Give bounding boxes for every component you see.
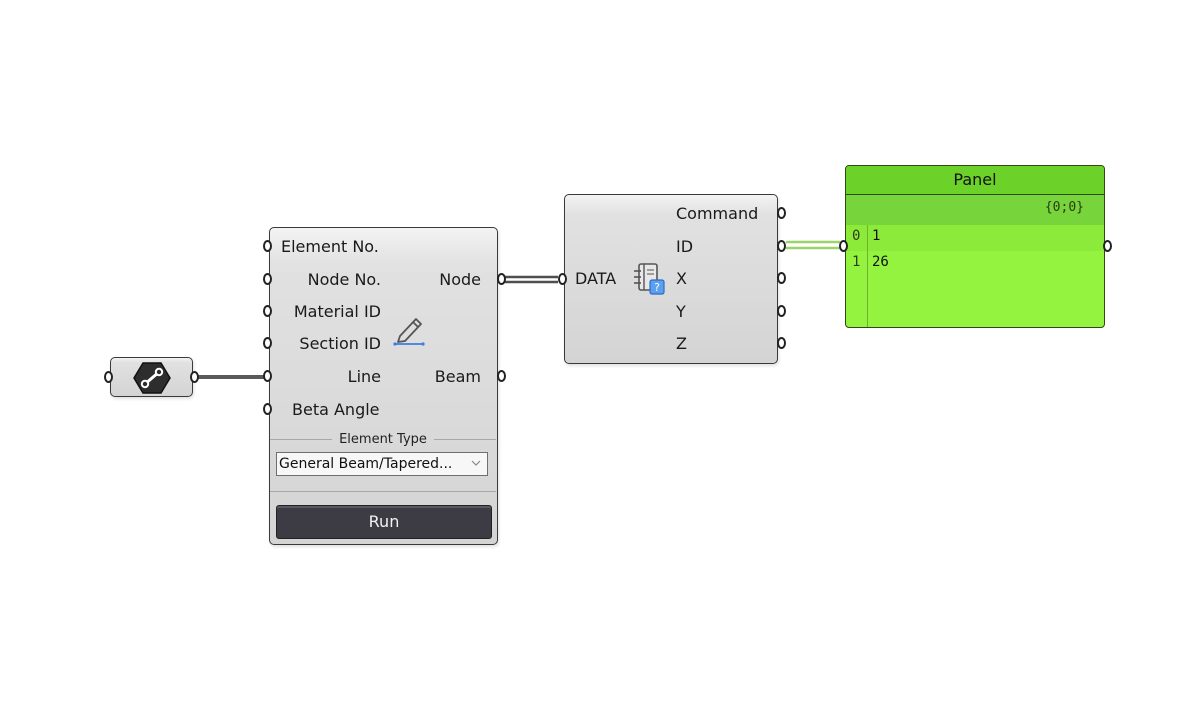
data-component[interactable]: DATA ? Command ID X Y Z — [564, 194, 778, 364]
output-node: Node — [439, 270, 481, 289]
panel-row-value: 26 — [872, 254, 889, 270]
input-line: Line — [347, 367, 381, 386]
data-book-icon: ? — [634, 263, 665, 295]
command-output-grip[interactable] — [777, 207, 786, 219]
element-type-separator-left — [270, 439, 332, 440]
panel-output-grip[interactable] — [1103, 240, 1112, 252]
panel-component[interactable]: Panel {0;0} 0 1 1 26 — [845, 165, 1105, 328]
input-node-no: Node No. — [307, 270, 381, 289]
input-element-no: Element No. — [281, 237, 379, 256]
panel-row-value: 1 — [872, 228, 881, 244]
panel-title: Panel — [846, 166, 1104, 195]
panel-path-row: {0;0} — [846, 195, 1104, 225]
y-output-grip[interactable] — [777, 305, 786, 317]
panel-index-column — [846, 225, 868, 327]
beta-angle-grip[interactable] — [263, 403, 272, 415]
element-type-value: General Beam/Tapered... — [279, 456, 453, 472]
element-type-dropdown[interactable]: General Beam/Tapered... — [276, 452, 488, 476]
section-id-grip[interactable] — [263, 337, 272, 349]
node-no-grip[interactable] — [263, 273, 272, 285]
line-param-icon — [133, 362, 171, 394]
chevron-down-icon — [471, 460, 481, 466]
line-param-component[interactable] — [110, 357, 193, 397]
id-output-grip[interactable] — [777, 240, 786, 252]
material-id-grip[interactable] — [263, 305, 272, 317]
panel-input-grip[interactable] — [839, 240, 848, 252]
output-z: Z — [676, 334, 687, 353]
line-grip[interactable] — [263, 370, 272, 382]
panel-row-index: 1 — [852, 254, 861, 270]
svg-text:?: ? — [654, 281, 660, 294]
input-section-id: Section ID — [299, 334, 381, 353]
element-type-title: Element Type — [339, 432, 427, 447]
input-beta-angle: Beta Angle — [292, 400, 380, 419]
line-param-output-grip[interactable] — [190, 371, 199, 383]
run-separator — [270, 491, 496, 492]
output-command: Command — [676, 204, 759, 223]
wire-id-to-panel[interactable] — [786, 240, 840, 250]
element-no-grip[interactable] — [263, 240, 272, 252]
input-material-id: Material ID — [293, 302, 381, 321]
element-component[interactable]: Element No. Node No. Material ID Section… — [269, 227, 498, 545]
x-output-grip[interactable] — [777, 272, 786, 284]
z-output-grip[interactable] — [777, 337, 786, 349]
element-type-separator-right — [434, 439, 496, 440]
input-data: DATA — [575, 269, 617, 288]
panel-path: {0;0} — [1044, 200, 1084, 215]
list-item: 1 26 — [846, 251, 1104, 277]
output-y: Y — [676, 302, 686, 321]
output-id: ID — [676, 237, 694, 256]
wire-node-to-data[interactable] — [505, 275, 558, 284]
data-input-grip[interactable] — [558, 273, 567, 285]
output-beam: Beam — [434, 367, 481, 386]
beam-output-grip[interactable] — [497, 370, 506, 382]
node-output-grip[interactable] — [497, 273, 506, 285]
output-x: X — [676, 269, 687, 288]
panel-row-index: 0 — [852, 228, 861, 244]
run-button[interactable]: Run — [276, 505, 492, 539]
line-param-input-grip[interactable] — [104, 371, 113, 383]
pencil-icon — [393, 318, 425, 346]
list-item: 0 1 — [846, 225, 1104, 251]
